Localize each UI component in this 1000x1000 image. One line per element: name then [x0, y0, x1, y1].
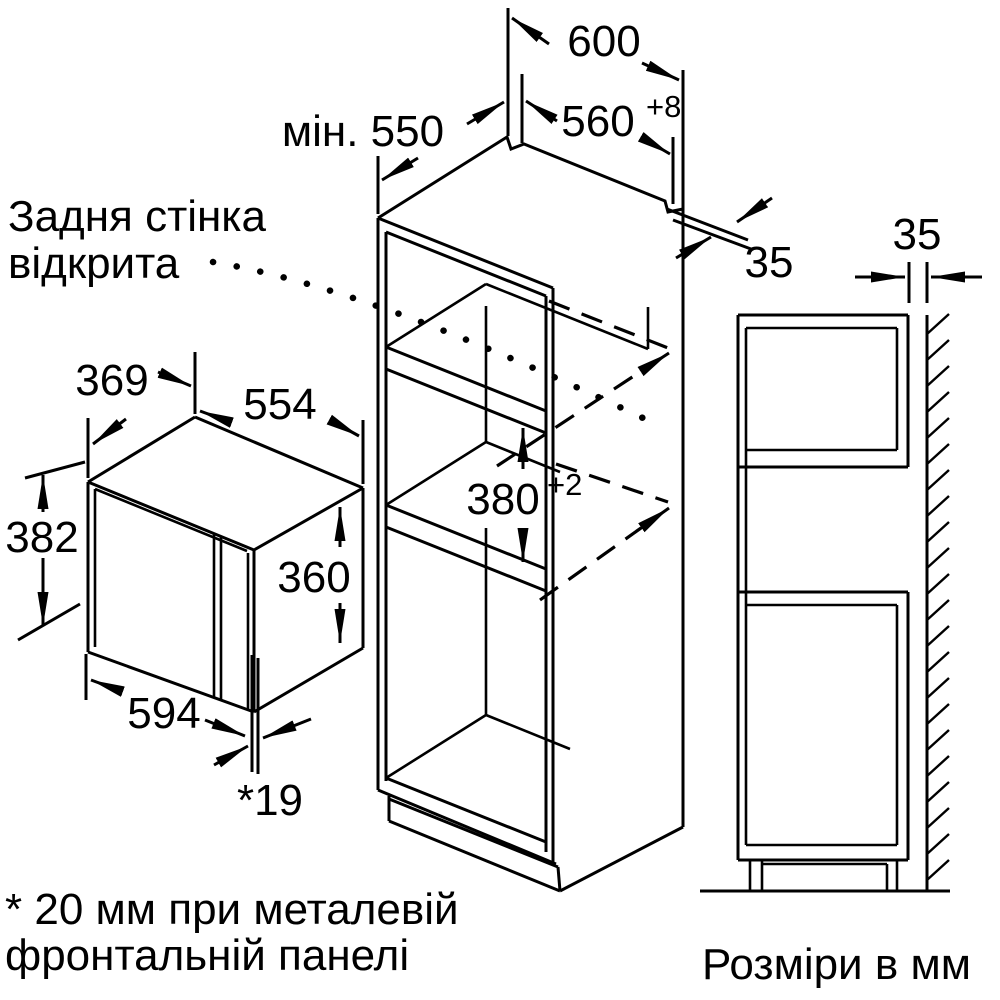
footnote-line2: фронтальній панелі — [5, 931, 409, 980]
back-wall-open-label-line1: Задня стінка — [8, 192, 267, 241]
dim-appliance-depth: 369 — [75, 356, 148, 405]
cabinet-dimensions — [376, 8, 773, 562]
dim-niche-height-tolerance: +2 — [547, 467, 582, 502]
dim-niche-height: 380 — [466, 475, 539, 524]
dim-top-rail: 35 — [745, 238, 794, 287]
back-wall-open-label-line2: відкрита — [8, 239, 180, 288]
units-note: Розміри в мм — [702, 940, 971, 989]
tall-cabinet-isometric — [376, 70, 752, 893]
wall-section — [855, 262, 982, 891]
dim-appliance-side-height: 360 — [277, 553, 350, 602]
niche-depth-dashed-arrows — [496, 299, 670, 602]
back-wall-dotted-leader — [209, 258, 647, 422]
microwave-dimensions — [17, 352, 365, 774]
dim-min-depth: мін. 550 — [282, 107, 444, 156]
dim-appliance-front-width: 594 — [127, 689, 200, 738]
dim-appliance-height: 382 — [5, 513, 78, 562]
dim-niche-width-tolerance: +8 — [646, 89, 681, 124]
dim-wall-clearance: 35 — [893, 210, 942, 259]
microwave-isometric — [86, 415, 365, 714]
dim-door-protrusion: *19 — [237, 776, 303, 825]
dim-niche-width: 560 — [561, 97, 634, 146]
dim-cabinet-width: 600 — [567, 17, 640, 66]
footnote-line1: * 20 мм при металевій — [5, 885, 459, 934]
dim-appliance-width-top: 554 — [243, 380, 316, 429]
cabinet-side-view — [700, 313, 950, 893]
wall-hatching — [926, 313, 950, 881]
